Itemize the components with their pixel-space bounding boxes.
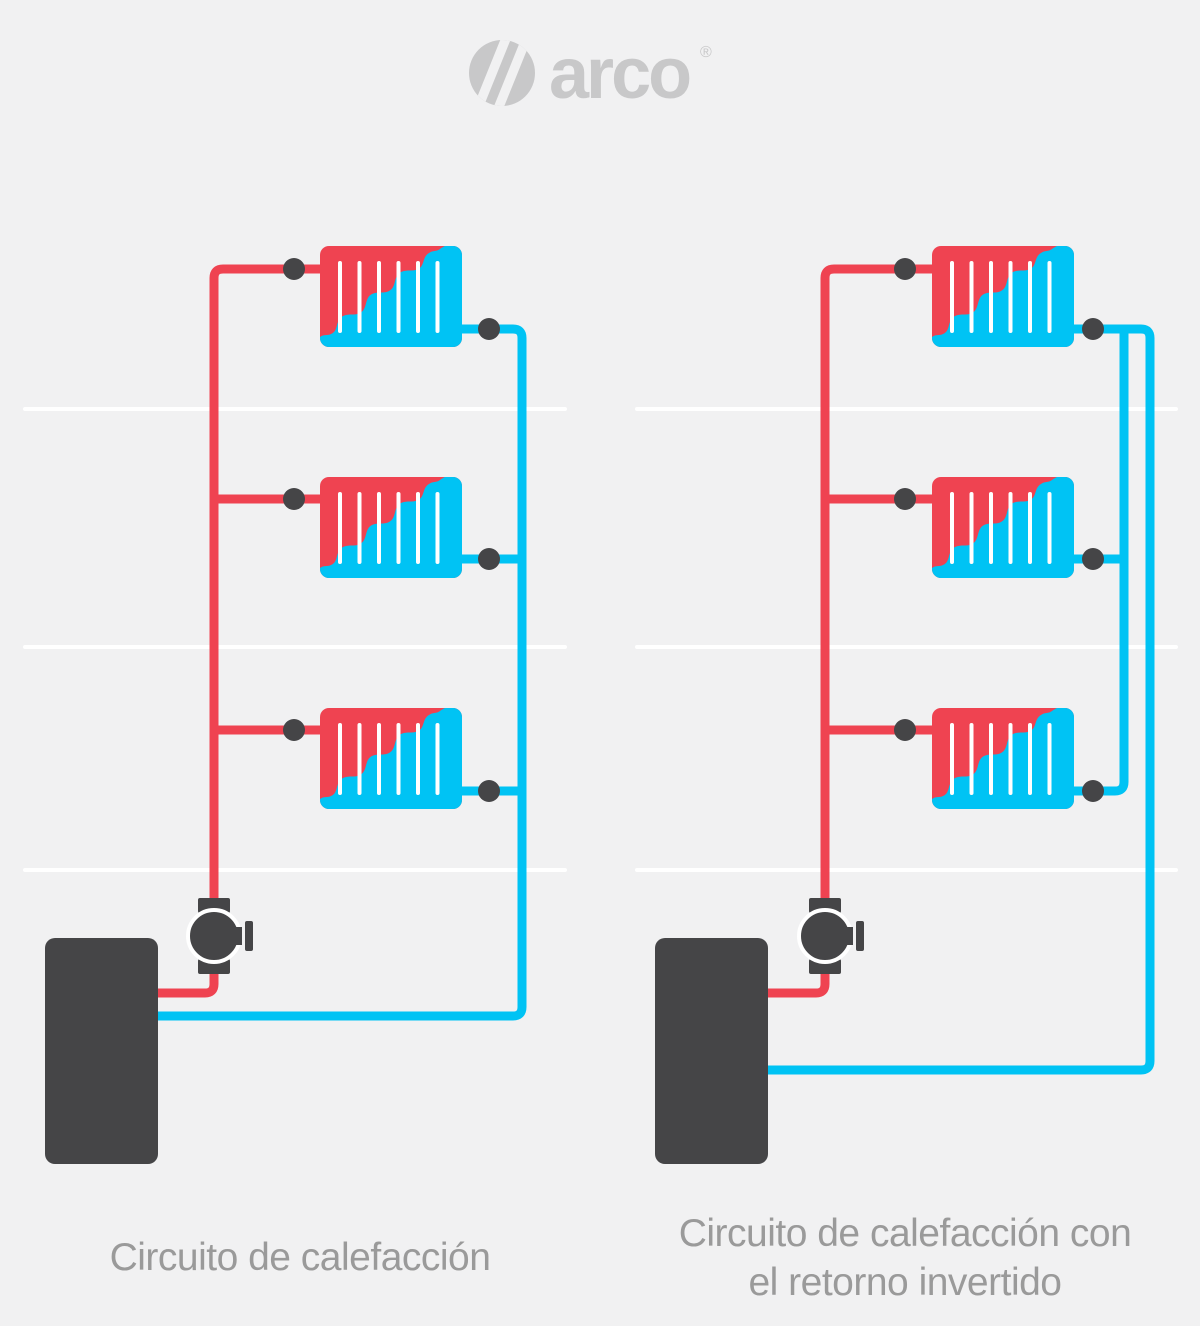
radiator <box>320 246 462 347</box>
radiator <box>320 477 462 578</box>
caption-right-line2: el retorno invertido <box>748 1261 1062 1304</box>
arco-logo-icon <box>469 40 535 106</box>
radiator <box>932 246 1074 347</box>
floor-lines <box>23 407 1178 872</box>
brand-wordmark: arco <box>549 34 692 114</box>
boiler <box>655 938 768 1164</box>
boiler <box>45 938 158 1164</box>
radiator <box>932 477 1074 578</box>
circuit-reverse-return <box>655 246 1155 1164</box>
caption-right-line1: Circuito de calefacción con <box>678 1212 1132 1255</box>
caption-right-circuit: Circuito de calefacción con el retorno i… <box>615 1209 1195 1307</box>
supply-pipe <box>764 264 932 998</box>
radiator <box>320 708 462 809</box>
circuit-direct-return <box>45 246 527 1164</box>
pump <box>797 896 866 976</box>
junction-dots <box>894 258 1104 802</box>
supply-pipe <box>152 264 320 998</box>
junction-dots <box>283 258 500 802</box>
radiator <box>932 708 1074 809</box>
registered-trademark-icon: ® <box>700 44 712 61</box>
pump <box>186 896 255 976</box>
caption-left-circuit: Circuito de calefacción <box>109 1236 491 1279</box>
